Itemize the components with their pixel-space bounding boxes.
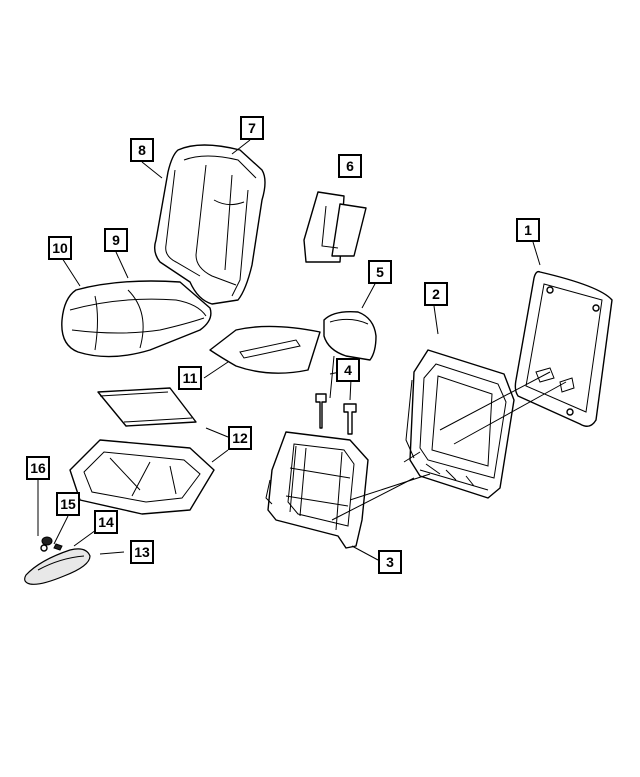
callout-16: 16: [26, 456, 50, 480]
callout-5: 5: [368, 260, 392, 284]
callout-11: 11: [178, 366, 202, 390]
seat-back-cover: [153, 144, 266, 305]
callout-4: 4: [336, 358, 360, 382]
callout-6: 6: [338, 154, 362, 178]
callout-2: 2: [424, 282, 448, 306]
cushion-pan: [69, 387, 215, 515]
callout-1: 1: [516, 218, 540, 242]
callout-10: 10: [48, 236, 72, 260]
callout-15: 15: [56, 492, 80, 516]
callout-12: 12: [228, 426, 252, 450]
headrest: [323, 310, 377, 401]
rear-back-panel: [514, 270, 613, 427]
fasteners-and-trim: [24, 536, 91, 585]
callout-8: 8: [130, 138, 154, 162]
cushion-mat: [209, 325, 321, 374]
lumbar-pads: [303, 191, 367, 263]
callout-13: 13: [130, 540, 154, 564]
seat-back-panel: [405, 349, 515, 499]
seat-cushion: [61, 280, 212, 358]
callout-7: 7: [240, 116, 264, 140]
seat-back-frame: [265, 431, 369, 549]
callout-3: 3: [378, 550, 402, 574]
callout-9: 9: [104, 228, 128, 252]
callout-14: 14: [94, 510, 118, 534]
headrest-guides: [315, 393, 357, 435]
